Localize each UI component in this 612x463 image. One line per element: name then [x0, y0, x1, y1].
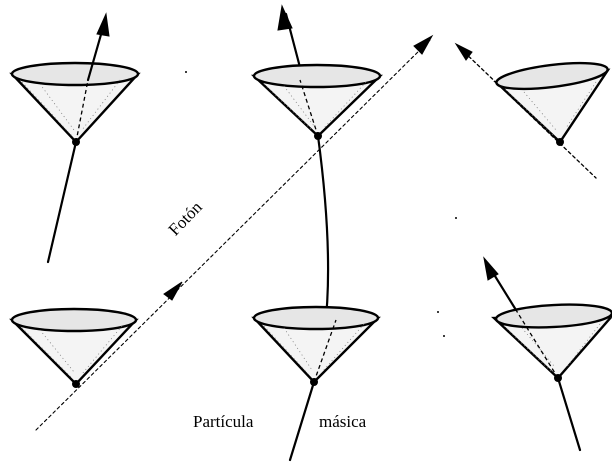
light-cone-bottom-right — [483, 256, 612, 452]
light-cone-top-right — [454, 42, 611, 179]
photon-arrowhead-upper — [413, 34, 434, 55]
light-cone-top-left — [9, 12, 141, 264]
photon-arrowhead-lower — [163, 281, 183, 301]
particle-arrowhead — [277, 4, 293, 31]
light-cone-bottom-left — [9, 307, 139, 388]
light-cone-bottom-middle — [251, 305, 381, 386]
massive-particle-label-part1: Partícula — [193, 412, 254, 431]
massive-particle-label-part2: másica — [319, 412, 367, 431]
photon-worldline — [35, 34, 434, 431]
scan-specks — [185, 71, 457, 337]
light-cone-top-middle — [250, 63, 383, 140]
